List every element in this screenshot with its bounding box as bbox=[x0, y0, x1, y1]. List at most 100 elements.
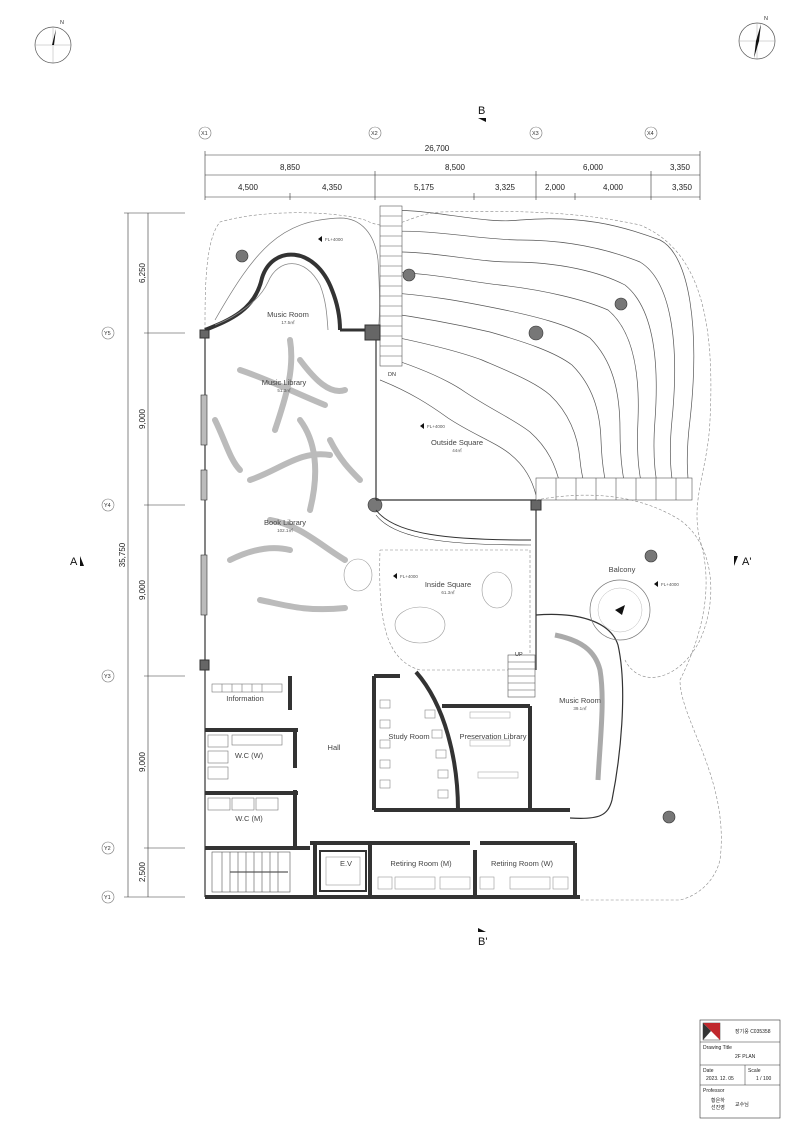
north-label: N bbox=[764, 16, 768, 22]
area-inside-square: 61.3㎡ bbox=[441, 589, 455, 595]
brand-logo-icon bbox=[702, 1022, 721, 1041]
horizontal-dimensions bbox=[204, 151, 701, 200]
room-labels: Music Room 17.5㎡ Music Library 51.3㎡ Out… bbox=[226, 310, 635, 868]
level-balcony: FL+4000 bbox=[661, 582, 679, 587]
elevator-car bbox=[325, 856, 361, 886]
stair-dn-label: DN bbox=[388, 372, 396, 378]
dim-row2-5: 2,000 bbox=[545, 183, 566, 192]
section-b-prime-label: B' bbox=[478, 936, 487, 948]
stairs-outside-left bbox=[379, 205, 403, 367]
level-outside: FL+4000 bbox=[427, 424, 445, 429]
title-block: 장기웅 C035358 Drawing Title 2F PLAN Date 2… bbox=[699, 1019, 781, 1119]
dim-row1-2: 8,500 bbox=[445, 163, 466, 172]
grid-y3: Y3 bbox=[104, 674, 111, 680]
room-hall: Hall bbox=[328, 743, 341, 752]
section-a-label: A bbox=[70, 556, 78, 568]
dim-row1-1: 8,850 bbox=[280, 163, 301, 172]
grid-y1: Y1 bbox=[104, 895, 111, 901]
stairs-outside-bottom bbox=[535, 477, 693, 501]
interior-walls bbox=[205, 674, 580, 899]
grid-y-markers bbox=[101, 326, 115, 904]
room-outside-square: Outside Square bbox=[431, 438, 483, 447]
room-music-top: Music Room bbox=[267, 310, 309, 319]
music-room-right-wall bbox=[535, 613, 624, 820]
grid-y5: Y5 bbox=[104, 331, 111, 337]
professor-name-1: 황은하 bbox=[711, 1097, 725, 1104]
student-label: 장기웅 C035358 bbox=[735, 1028, 771, 1035]
area-book-library: 102.1㎡ bbox=[277, 527, 293, 533]
north-arrow-left-icon: N bbox=[34, 20, 72, 64]
room-information: Information bbox=[226, 694, 264, 703]
section-a-prime-label: A' bbox=[742, 556, 751, 568]
study-room-curved-wall bbox=[414, 670, 460, 811]
dim-v-5: 2,500 bbox=[138, 861, 147, 882]
balcony-spiral-inner bbox=[597, 587, 643, 633]
area-music-top: 17.5㎡ bbox=[281, 319, 295, 325]
music-room-right-inner bbox=[554, 632, 605, 781]
room-ev: E.V bbox=[340, 859, 352, 868]
dim-row2-3: 5,175 bbox=[414, 183, 435, 192]
balcony-spiral-stair bbox=[589, 579, 651, 641]
library-shelving bbox=[212, 337, 363, 613]
room-preservation: Preservation Library bbox=[459, 732, 526, 741]
area-music-library: 51.3㎡ bbox=[277, 387, 291, 393]
room-retiring-w: Retiring Room (W) bbox=[491, 859, 554, 868]
grid-y2: Y2 bbox=[104, 846, 111, 852]
music-room-top-inner bbox=[214, 263, 329, 331]
balcony-outline bbox=[535, 494, 712, 678]
level-inside: FL+4000 bbox=[400, 574, 418, 579]
north-arrow-right-icon: N bbox=[738, 16, 776, 60]
room-balcony: Balcony bbox=[609, 565, 636, 574]
music-room-top-roof bbox=[214, 217, 380, 334]
professor-label: Professor bbox=[703, 1088, 725, 1094]
area-music-right: 39.1㎡ bbox=[573, 705, 587, 711]
stairs-inside bbox=[507, 654, 536, 698]
dim-v-1: 6,250 bbox=[138, 262, 147, 283]
grid-x-markers bbox=[198, 126, 658, 140]
drawing-title: 2F PLAN bbox=[735, 1054, 756, 1060]
room-music-library: Music Library bbox=[262, 378, 307, 387]
dim-row2-6: 4,000 bbox=[603, 183, 624, 192]
grid-x3: X3 bbox=[532, 131, 539, 137]
room-retiring-m: Retiring Room (M) bbox=[390, 859, 452, 868]
room-inside-square: Inside Square bbox=[425, 580, 471, 589]
room-wc-w: W.C (W) bbox=[235, 751, 264, 760]
grid-x1: X1 bbox=[201, 131, 208, 137]
dim-row2-7: 3,350 bbox=[672, 183, 693, 192]
wc-fixtures bbox=[207, 734, 283, 811]
level-music: FL+4000 bbox=[325, 237, 343, 242]
dim-v-2: 9,000 bbox=[138, 408, 147, 429]
site-boundary bbox=[204, 211, 722, 901]
north-label: N bbox=[60, 20, 64, 26]
dim-row1-4: 3,350 bbox=[670, 163, 691, 172]
dim-row2-1: 4,500 bbox=[238, 183, 259, 192]
scale-label: Scale bbox=[748, 1068, 761, 1074]
stair-up-label: UP bbox=[515, 652, 523, 658]
room-book-library: Book Library bbox=[264, 518, 306, 527]
room-music-right: Music Room bbox=[559, 696, 601, 705]
dim-row2-2: 4,350 bbox=[322, 183, 343, 192]
section-mark-b-bottom: B' bbox=[478, 928, 487, 948]
preservation-shelves bbox=[469, 711, 519, 779]
retiring-furniture bbox=[377, 876, 569, 890]
information-counter bbox=[211, 683, 283, 693]
elevator-shaft bbox=[319, 850, 367, 892]
section-a-prime-arrow-icon bbox=[734, 556, 738, 566]
dim-row1-3: 6,000 bbox=[583, 163, 604, 172]
date-value: 2023. 12. 05 bbox=[706, 1076, 734, 1082]
dim-v-4: 9,000 bbox=[138, 751, 147, 772]
room-study: Study Room bbox=[388, 732, 429, 741]
section-mark-b-top: B bbox=[478, 105, 486, 122]
professor-suffix: 교수님 bbox=[735, 1101, 749, 1108]
dim-overall: 26,700 bbox=[425, 144, 450, 153]
dim-vertical-total: 35,750 bbox=[118, 542, 127, 567]
grid-y4: Y4 bbox=[104, 503, 111, 509]
dim-v-3: 9,000 bbox=[138, 579, 147, 600]
section-b-label: B bbox=[478, 105, 485, 117]
study-room-seats bbox=[379, 699, 449, 799]
professor-name-2: 선진영 bbox=[711, 1104, 725, 1111]
stair-core bbox=[211, 851, 291, 893]
drawing-title-label: Drawing Title bbox=[703, 1045, 732, 1051]
terrace-contours bbox=[379, 210, 695, 501]
